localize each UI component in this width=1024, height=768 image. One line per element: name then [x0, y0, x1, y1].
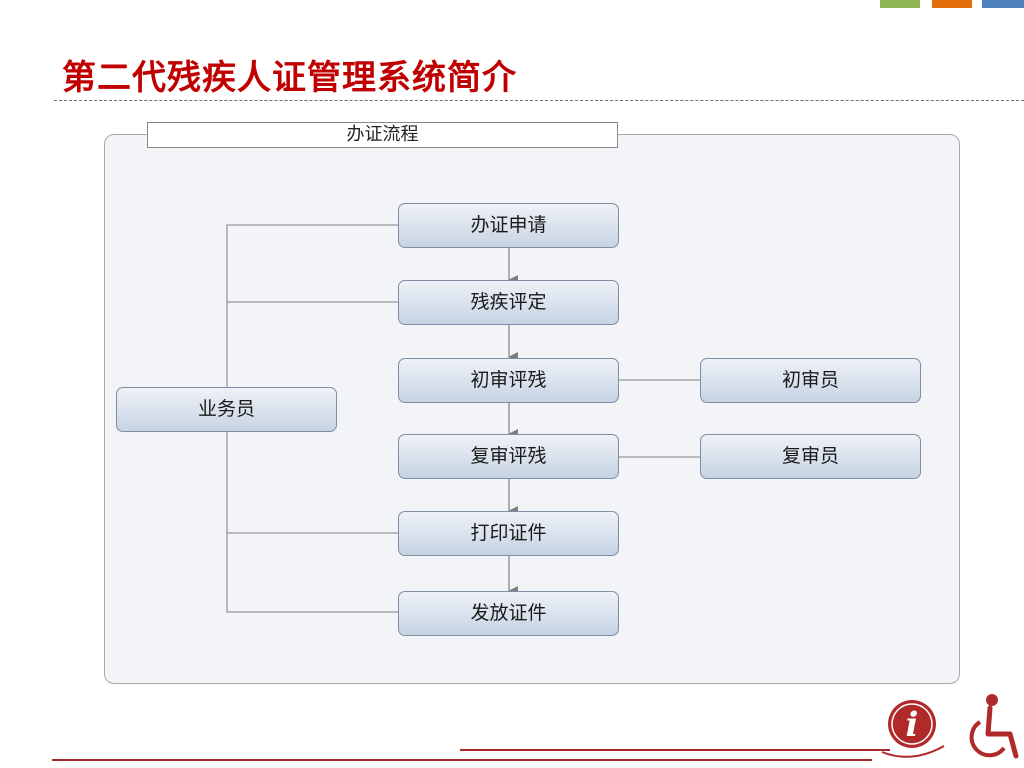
svg-text:i: i [906, 705, 919, 745]
page-title: 第二代残疾人证管理系统简介 [62, 58, 517, 98]
disability-logo-icon: i [881, 694, 1019, 759]
step-apply: 办证申请 [398, 203, 619, 248]
step-issue-certificate: 发放证件 [398, 591, 619, 636]
role-clerk: 业务员 [116, 387, 337, 432]
bottom-rule-upper [460, 749, 890, 751]
accent-square-blue [982, 0, 1024, 8]
title-divider [54, 100, 1024, 101]
role-recheck-reviewer: 复审员 [700, 434, 921, 479]
accent-square-green [880, 0, 920, 8]
step-disability-assessment: 残疾评定 [398, 280, 619, 325]
panel-label: 办证流程 [147, 122, 618, 148]
step-print-certificate: 打印证件 [398, 511, 619, 556]
step-initial-review: 初审评残 [398, 358, 619, 403]
role-initial-reviewer: 初审员 [700, 358, 921, 403]
step-recheck-review: 复审评残 [398, 434, 619, 479]
accent-square-orange [932, 0, 972, 8]
bottom-rule [52, 759, 872, 761]
